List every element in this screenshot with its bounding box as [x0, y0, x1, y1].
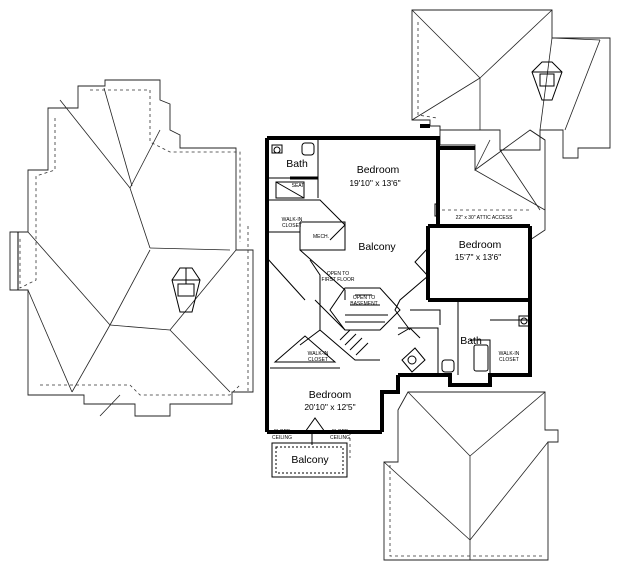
bedroom-bottom-size: 20'10" x 12'5": [304, 402, 355, 412]
seat-label: SEAT: [292, 183, 305, 189]
attic-access-label: 22" x 30" ATTIC ACCESS: [456, 215, 513, 221]
floor-walls: [265, 124, 532, 434]
bedroom-right-name: Bedroom: [459, 239, 502, 251]
open-first-line2: FIRST FLOOR: [322, 277, 355, 283]
right-mid-roof: [439, 126, 546, 241]
walkin-right-line1: WALK-IN: [499, 351, 520, 357]
left-roof: [9, 79, 254, 417]
open-base-line1: OPEN TO: [353, 295, 375, 301]
bedroom-right-size: 15'7" x 13'6": [455, 252, 502, 262]
top-right-roof: [411, 9, 611, 159]
bottom-balcony-structure: [271, 442, 348, 478]
bedroom-top-size: 19'10" x 13'6": [349, 178, 400, 188]
bottom-right-roof: [383, 391, 559, 561]
open-first-line1: OPEN TO: [327, 271, 349, 277]
walkin-top-line2: CLOSET: [282, 223, 302, 229]
slope-left-line2: CEILING: [272, 435, 292, 441]
balcony-bottom-name: Balcony: [291, 454, 329, 466]
balcony-center-name: Balcony: [358, 241, 396, 253]
slope-right-line2: CEILING: [330, 435, 350, 441]
bedroom-bottom-name: Bedroom: [309, 389, 352, 401]
open-base-line2: BASEMENT: [350, 301, 378, 307]
walkin-mid-line1: WALK-IN: [308, 351, 329, 357]
bedroom-top-name: Bedroom: [357, 164, 400, 176]
walkin-right-line2: CLOSET: [499, 357, 519, 363]
dormer-right: [531, 61, 563, 101]
interior-lines: [266, 138, 530, 445]
slope-left-line1: SLOPE: [274, 429, 291, 435]
walkin-mid-line2: CLOSET: [308, 357, 328, 363]
walkin-top-line1: WALK-IN: [282, 217, 303, 223]
bath-right-name: Bath: [460, 335, 482, 347]
slope-right-line1: SLOPE: [332, 429, 349, 435]
bath-top-name: Bath: [286, 158, 308, 170]
mech-label: MECH.: [313, 234, 329, 240]
